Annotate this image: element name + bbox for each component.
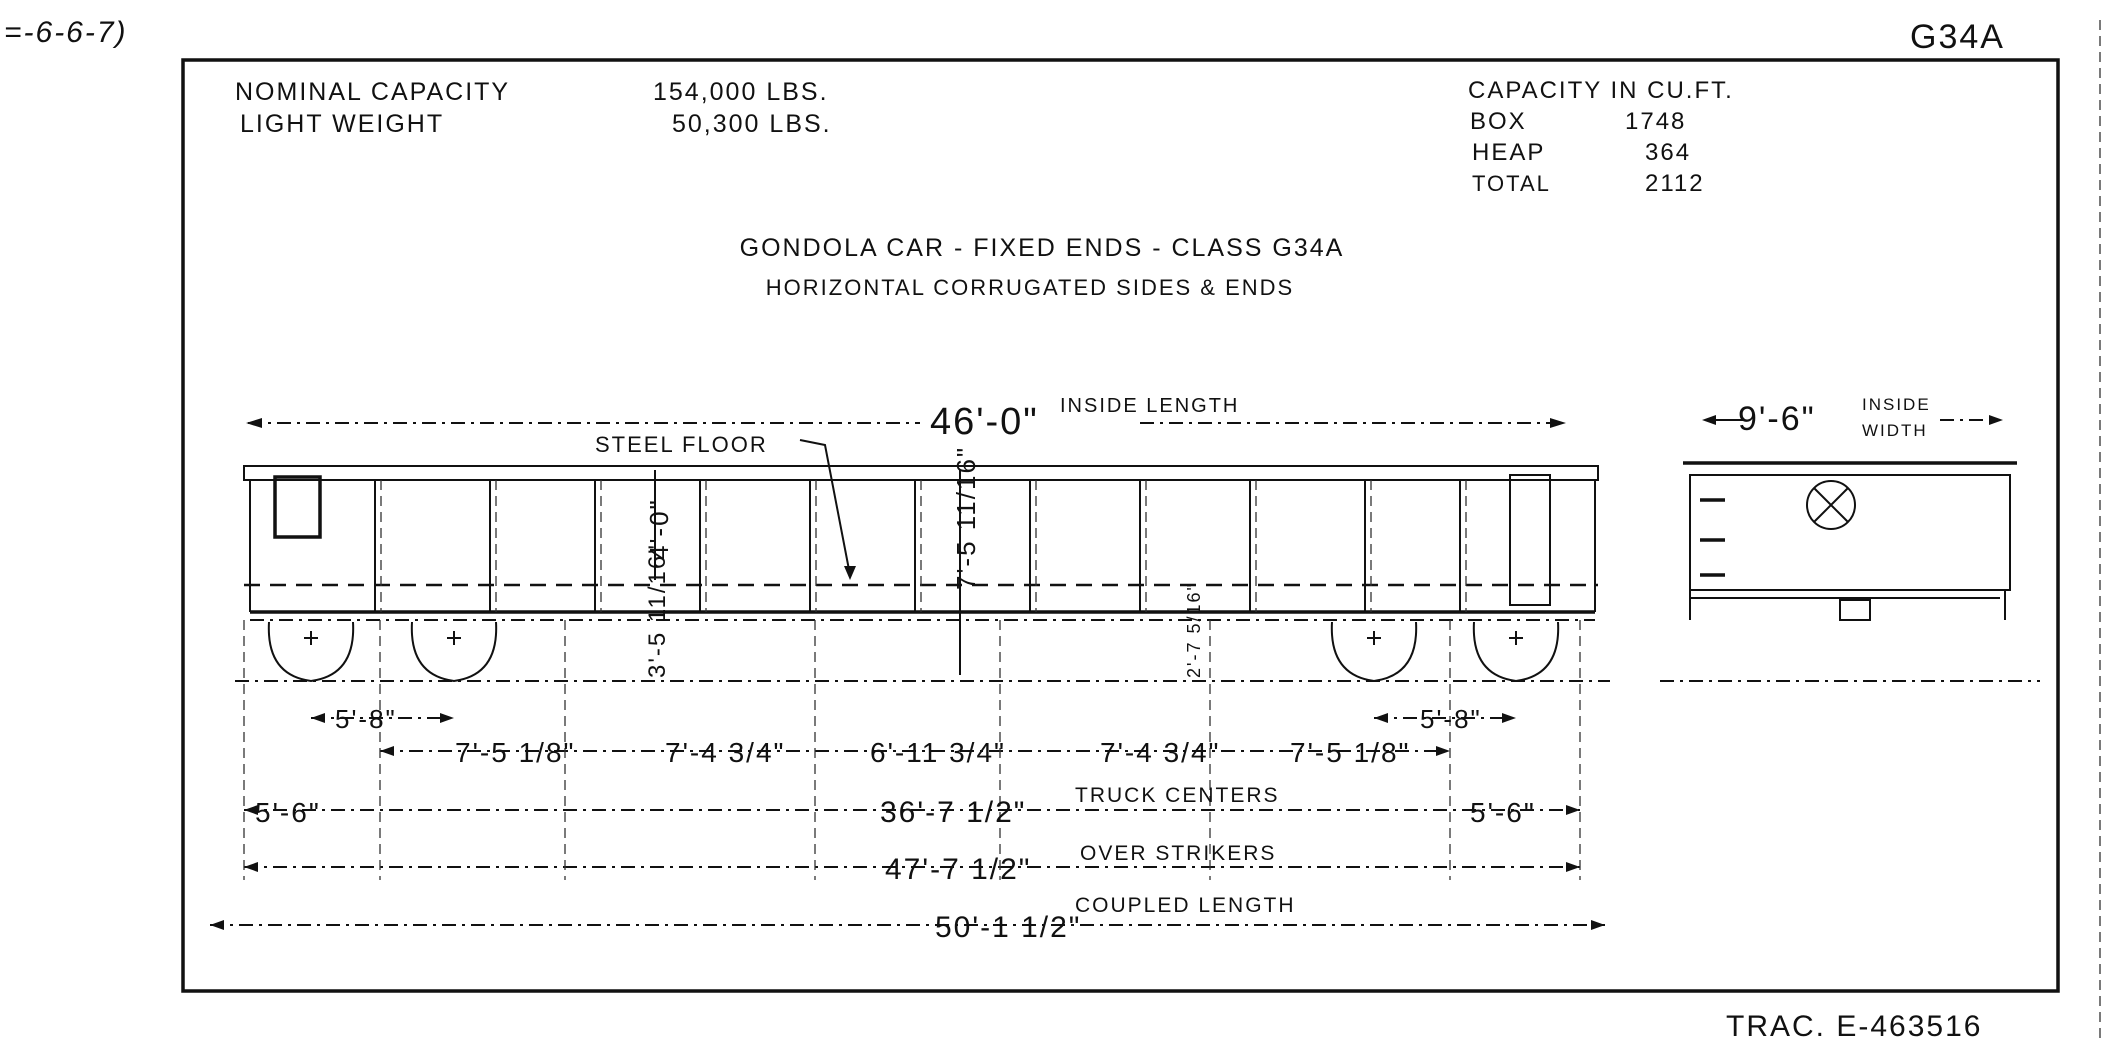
arrowhead: [1502, 713, 1516, 723]
arrowhead: [1436, 746, 1450, 756]
floor-height: 3'-5 11/16": [644, 543, 671, 678]
coupled-length-label: COUPLED LENGTH: [1075, 894, 1296, 917]
wheel: [267, 621, 355, 683]
spacing-4: 7'-4 3/4": [1100, 737, 1220, 768]
light-weight-value: 50,300 LBS.: [672, 110, 832, 138]
spacing-2: 7'-4 3/4": [665, 737, 785, 768]
inside-width-label-1: INSIDE: [1862, 395, 1931, 414]
arrowhead: [440, 713, 454, 723]
dimension-lines: [210, 620, 1605, 930]
arrowhead: [1591, 920, 1605, 930]
underframe-height: 2'-7 5/16": [1184, 582, 1204, 678]
inside-width-label-2: WIDTH: [1862, 421, 1928, 440]
capacity-box-value: 1748: [1625, 108, 1686, 135]
class-code: G34A: [1910, 18, 2005, 56]
inside-length-label: INSIDE LENGTH: [1060, 395, 1239, 417]
corner-note: =-6-6-7): [4, 16, 128, 49]
inside-length-dimension: 46'-0" INSIDE LENGTH: [246, 395, 1566, 443]
truck-centers-value: 36'-7 1/2": [880, 796, 1026, 829]
nominal-capacity-label: NOMINAL CAPACITY: [235, 78, 510, 106]
spacing-5: 7'-5 1/8": [1290, 737, 1410, 768]
coupled-length-value: 50'-1 1/2": [935, 911, 1081, 944]
arrowhead: [1374, 713, 1388, 723]
truck-centers-label: TRUCK CENTERS: [1075, 784, 1280, 807]
wheel: [410, 621, 498, 683]
drawing-border: [181, 58, 2060, 993]
title-line-2: HORIZONTAL CORRUGATED SIDES & ENDS: [766, 275, 1294, 300]
nominal-capacity-value: 154,000 LBS.: [653, 78, 829, 106]
spacing-3: 6'-11 3/4": [870, 737, 1006, 768]
overhang-left: 5'-6": [255, 797, 321, 828]
capacity-box-label: BOX: [1470, 108, 1527, 135]
arrowhead: [244, 862, 258, 872]
arrowhead: [1566, 805, 1580, 815]
overhang-right: 5'-6": [1470, 797, 1536, 828]
over-strikers-value: 47'-7 1/2": [885, 853, 1031, 886]
capacity-total-value: 2112: [1645, 170, 1705, 197]
inside-width-value: 9'-6": [1738, 400, 1816, 438]
end-view: 9'-6" INSIDE WIDTH: [1660, 395, 2040, 682]
capacity-heap-value: 364: [1645, 139, 1691, 166]
light-weight-label: LIGHT WEIGHT: [240, 110, 444, 138]
end-ladder: [273, 475, 322, 539]
arrowhead: [1566, 862, 1580, 872]
end-ladder-right: [1509, 474, 1551, 606]
wheelbase-left: 5'-8": [335, 704, 397, 734]
steel-floor-label: STEEL FLOOR: [595, 432, 768, 457]
arrowhead: [380, 746, 394, 756]
tracing-number: TRAC. E-463516: [1726, 1010, 1982, 1043]
wheel: [1472, 621, 1560, 683]
arrowhead: [210, 920, 224, 930]
title-line-1: GONDOLA CAR - FIXED ENDS - CLASS G34A: [740, 234, 1345, 262]
brake-wheel-icon: [1806, 480, 1856, 530]
capacity-heading: CAPACITY IN CU.FT.: [1468, 77, 1734, 104]
capacity-heap-label: HEAP: [1472, 139, 1545, 166]
spacing-1: 7'-5 1/8": [455, 737, 575, 768]
arrowhead: [244, 805, 258, 815]
arrowhead: [311, 713, 325, 723]
side-height: 4'-0": [644, 498, 674, 560]
inside-length-value: 46'-0": [930, 401, 1039, 443]
over-strikers-label: OVER STRIKERS: [1080, 842, 1276, 865]
capacity-total-label: TOTAL: [1472, 171, 1551, 196]
overall-height: 7'-5 11/16": [951, 446, 981, 590]
side-view: STEEL FLOOR 4'-0" 7'-5 11/16" 3'-5 11/16…: [235, 432, 1610, 683]
wheel: [1330, 621, 1418, 683]
wheelbase-right: 5'-8": [1420, 704, 1482, 734]
